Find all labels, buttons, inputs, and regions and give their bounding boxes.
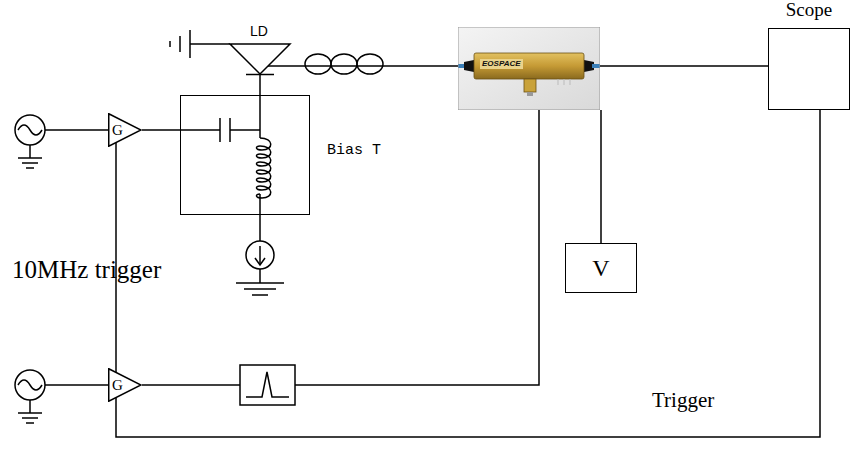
ground-symbol bbox=[244, 288, 276, 290]
bias-tee-box: Bias T bbox=[180, 95, 310, 215]
inductor-symbol bbox=[256, 138, 270, 198]
signal-wire bbox=[268, 65, 458, 67]
box-heading: Bias T bbox=[327, 142, 381, 160]
ground-symbol bbox=[252, 294, 268, 296]
sine-source bbox=[15, 115, 45, 145]
wire bbox=[180, 129, 220, 131]
amplifier-label: G bbox=[112, 376, 123, 394]
signal-wire bbox=[116, 110, 820, 437]
ground-symbol bbox=[22, 162, 38, 164]
wire bbox=[259, 95, 261, 138]
fiber-coil bbox=[357, 54, 383, 74]
brand-label: EOSPACE bbox=[480, 59, 523, 69]
pulse-generator bbox=[240, 365, 295, 405]
ground-symbol bbox=[26, 167, 34, 169]
signal-wire bbox=[259, 75, 261, 95]
signal-label: 10MHz trigger bbox=[12, 256, 161, 284]
fiber-coil bbox=[331, 54, 357, 74]
wire bbox=[29, 400, 31, 413]
signal-wire bbox=[600, 110, 602, 243]
wire bbox=[259, 215, 261, 241]
eo-modulator: EOSPACE bbox=[458, 27, 600, 110]
ground-symbol bbox=[26, 422, 34, 424]
pulse-symbol bbox=[246, 372, 289, 397]
current-arrow bbox=[255, 258, 265, 265]
wire bbox=[45, 384, 108, 386]
wire bbox=[259, 269, 261, 283]
signal-label: Trigger bbox=[652, 388, 714, 412]
ground-symbol bbox=[189, 30, 191, 58]
oscilloscope-box: Scope bbox=[768, 28, 850, 110]
sine-source bbox=[15, 370, 45, 400]
ground-symbol bbox=[18, 412, 42, 414]
current-arrow bbox=[259, 246, 261, 264]
sine-symbol bbox=[18, 125, 42, 135]
ground-symbol bbox=[18, 157, 42, 159]
box-label: V bbox=[566, 254, 636, 282]
signal-wire bbox=[142, 129, 180, 131]
wire bbox=[45, 129, 108, 131]
amplifier-triangle: G bbox=[108, 113, 142, 147]
wire bbox=[190, 43, 230, 45]
box-heading: Scope bbox=[769, 0, 849, 21]
wire bbox=[295, 110, 539, 385]
wire bbox=[230, 129, 260, 131]
amplifier-label: G bbox=[112, 121, 123, 139]
wire bbox=[142, 384, 240, 386]
current-source bbox=[246, 241, 274, 269]
amplifier-triangle: G bbox=[108, 368, 142, 402]
signal-wire bbox=[600, 65, 768, 67]
wire bbox=[259, 194, 261, 215]
wire bbox=[29, 145, 31, 158]
fiber-coil bbox=[305, 54, 331, 74]
laser-diode: LD bbox=[228, 22, 292, 76]
voltmeter-box: V bbox=[565, 243, 637, 293]
ground-symbol bbox=[22, 417, 38, 419]
node-label: LD bbox=[250, 23, 268, 39]
capacitor-symbol bbox=[219, 118, 221, 142]
ground-symbol bbox=[179, 36, 181, 52]
ground-symbol bbox=[236, 282, 284, 284]
sine-symbol bbox=[18, 380, 42, 390]
ground-symbol bbox=[169, 41, 171, 47]
